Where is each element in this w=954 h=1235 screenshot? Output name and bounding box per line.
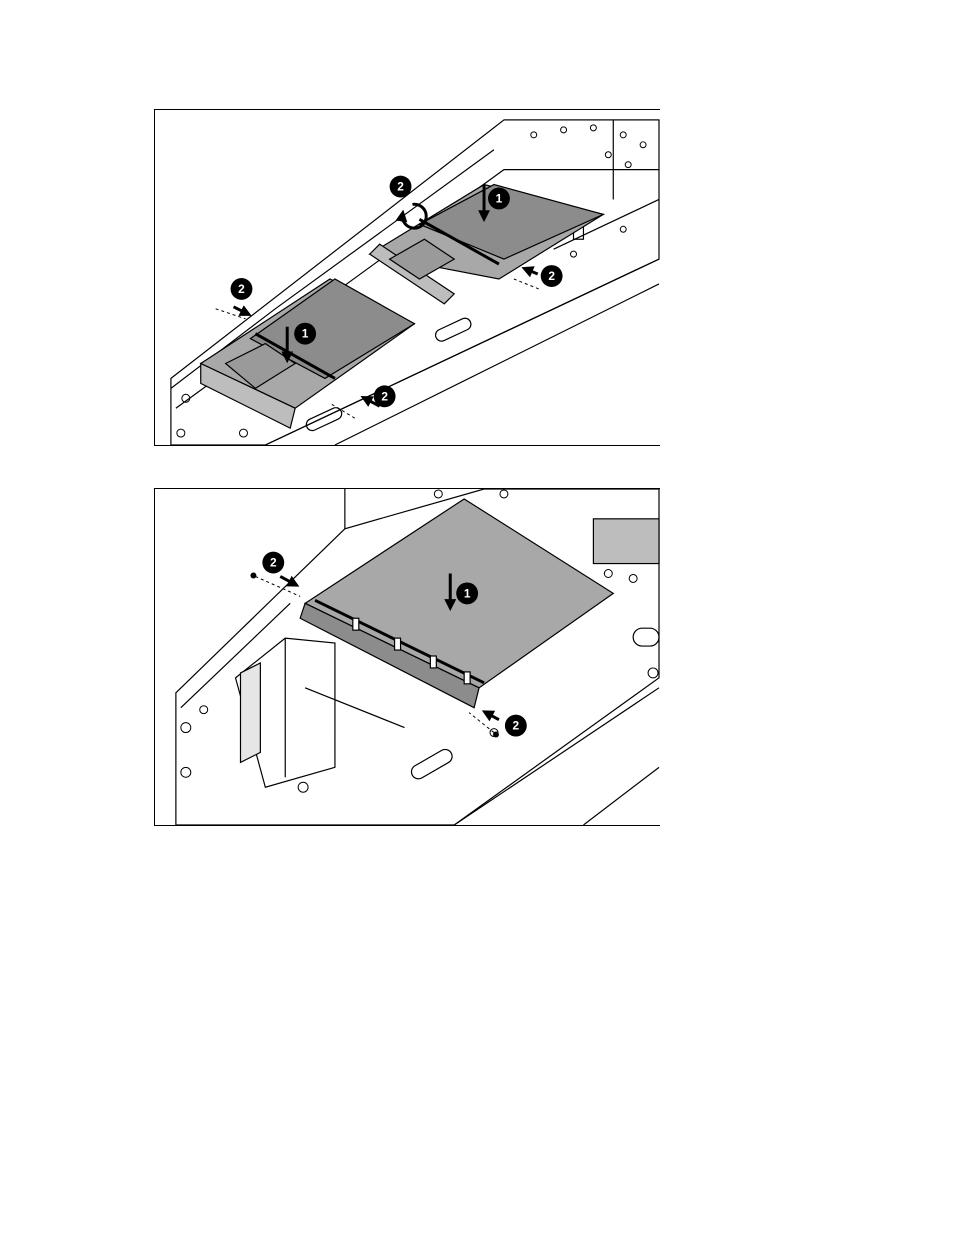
svg-text:2: 2 bbox=[397, 180, 404, 194]
svg-text:1: 1 bbox=[302, 327, 309, 341]
callout-3: 2 bbox=[505, 715, 527, 737]
callout-6: 2 bbox=[541, 265, 563, 287]
illustration-figure-1: 2 1 2 2 1 2 bbox=[154, 109, 660, 446]
svg-text:1: 1 bbox=[496, 191, 503, 205]
svg-text:2: 2 bbox=[548, 269, 555, 283]
callout-1: 2 bbox=[262, 552, 284, 574]
chassis-drawing-2: 2 1 2 bbox=[155, 489, 660, 825]
callout-2: 1 bbox=[456, 582, 478, 604]
callout-4: 2 bbox=[390, 176, 412, 198]
svg-text:1: 1 bbox=[464, 586, 471, 600]
svg-text:2: 2 bbox=[513, 719, 520, 733]
svg-text:2: 2 bbox=[381, 389, 388, 403]
illustration-figure-2: 2 1 2 bbox=[154, 488, 660, 826]
callout-3: 2 bbox=[374, 385, 396, 407]
svg-text:2: 2 bbox=[270, 556, 277, 570]
callout-1: 2 bbox=[231, 278, 253, 300]
callout-5: 1 bbox=[488, 188, 510, 210]
chassis-drawing-1: 2 1 2 2 1 2 bbox=[155, 110, 660, 445]
right-arrow-icon bbox=[234, 307, 248, 314]
svg-text:2: 2 bbox=[238, 282, 245, 296]
callout-2: 1 bbox=[294, 323, 316, 345]
